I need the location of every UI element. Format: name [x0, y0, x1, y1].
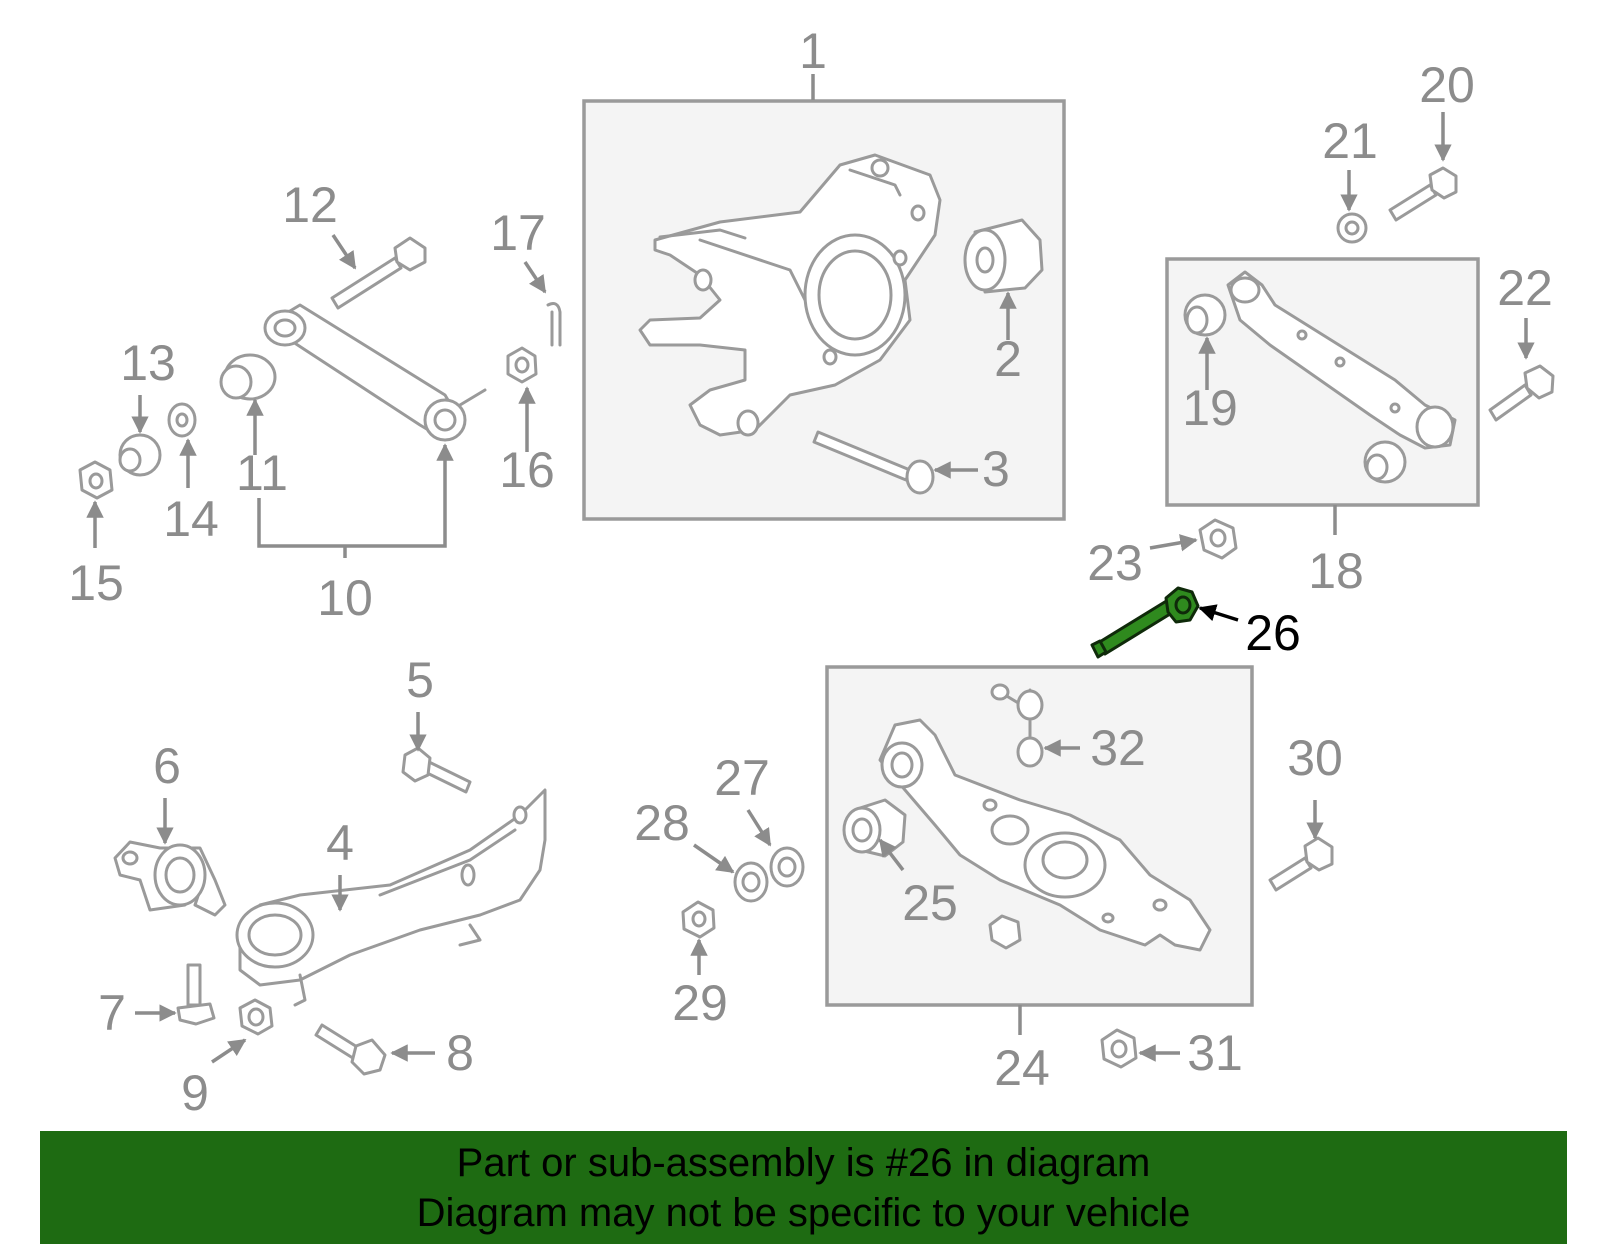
callout-13[interactable]: 13: [120, 335, 176, 391]
info-banner: Part or sub-assembly is #26 in diagram D…: [40, 1131, 1567, 1244]
callout-2[interactable]: 2: [994, 331, 1022, 387]
callout-28[interactable]: 28: [634, 795, 690, 851]
leader-lines: [86, 74, 1535, 1064]
part-20-bolt[interactable]: [1388, 166, 1458, 222]
part-23-nut[interactable]: [1198, 518, 1238, 560]
part-11-bushing[interactable]: [219, 353, 277, 401]
callout-18[interactable]: 18: [1308, 543, 1364, 599]
callout-11[interactable]: 11: [236, 445, 288, 501]
callout-21[interactable]: 21: [1322, 113, 1378, 169]
callout-32[interactable]: 32: [1090, 720, 1146, 776]
callout-8[interactable]: 8: [446, 1025, 474, 1081]
part-27-washer[interactable]: [769, 846, 805, 888]
part-16-nut[interactable]: [506, 346, 538, 384]
callout-22[interactable]: 22: [1497, 260, 1553, 316]
part-4-trailing-arm[interactable]: [235, 788, 547, 1007]
part-29-nut[interactable]: [681, 900, 716, 939]
callout-20[interactable]: 20: [1419, 57, 1475, 113]
part-31-nut[interactable]: [1100, 1028, 1138, 1069]
callout-7[interactable]: 7: [98, 985, 126, 1041]
part-30-bolt[interactable]: [1268, 836, 1334, 892]
part-5-bolt[interactable]: [401, 746, 472, 794]
callout-31[interactable]: 31: [1187, 1025, 1243, 1081]
part-21-washer[interactable]: [1336, 212, 1368, 244]
callout-9[interactable]: 9: [181, 1065, 209, 1121]
part-26-bolt-highlighted[interactable]: [1090, 586, 1200, 659]
callout-24[interactable]: 24: [994, 1040, 1050, 1096]
part-32-stabilizer-link[interactable]: [990, 683, 1044, 768]
banner-line-part-number: Part or sub-assembly is #26 in diagram: [456, 1140, 1151, 1185]
callout-10[interactable]: 10: [317, 570, 373, 626]
callout-19[interactable]: 19: [1182, 380, 1238, 436]
callout-1[interactable]: 1: [799, 23, 827, 79]
callout-12[interactable]: 12: [282, 177, 338, 233]
part-28-washer[interactable]: [733, 861, 769, 903]
callout-29[interactable]: 29: [672, 975, 728, 1031]
callout-16[interactable]: 16: [499, 442, 555, 498]
callout-23[interactable]: 23: [1087, 535, 1143, 591]
part-8-bolt[interactable]: [314, 1023, 387, 1076]
part-6-bushing[interactable]: [113, 840, 227, 917]
part-7-bolt[interactable]: [176, 963, 216, 1026]
part-1-knuckle[interactable]: [638, 153, 942, 437]
callout-30[interactable]: 30: [1287, 730, 1343, 786]
banner-line-disclaimer: Diagram may not be specific to your vehi…: [416, 1190, 1191, 1235]
callout-6[interactable]: 6: [153, 738, 181, 794]
part-24-lower-arm[interactable]: [878, 718, 1212, 952]
part-15-nut[interactable]: [78, 460, 114, 500]
callout-14[interactable]: 14: [163, 491, 219, 547]
part-2-bushing[interactable]: [963, 218, 1044, 294]
part-12-bolt[interactable]: [330, 236, 427, 310]
callout-3[interactable]: 3: [982, 441, 1010, 497]
part-19-bushing[interactable]: [1183, 293, 1227, 337]
callout-17[interactable]: 17: [490, 205, 546, 261]
part-9-nut[interactable]: [238, 998, 274, 1036]
part-17-cotter-pin[interactable]: [546, 302, 562, 347]
part-3-bolt[interactable]: [812, 430, 935, 495]
callout-labels: 1 2 3 4 5 6 7 8 9 10 11 12 13 14 15 16 1…: [68, 23, 1553, 1121]
callout-15[interactable]: 15: [68, 555, 124, 611]
part-18-upper-arm[interactable]: [1226, 270, 1457, 450]
part-22-bolt[interactable]: [1488, 364, 1555, 422]
part-10-link-arm[interactable]: [263, 303, 487, 442]
callout-27[interactable]: 27: [714, 750, 770, 806]
part-13-bushing[interactable]: [118, 433, 162, 477]
callout-4[interactable]: 4: [326, 815, 354, 871]
callout-26[interactable]: 26: [1245, 605, 1301, 661]
callout-25[interactable]: 25: [902, 875, 958, 931]
callout-5[interactable]: 5: [406, 652, 434, 708]
part-14-washer[interactable]: [167, 402, 197, 438]
part-18b-bushing[interactable]: [1363, 440, 1407, 484]
part-25-bushing[interactable]: [842, 798, 907, 858]
